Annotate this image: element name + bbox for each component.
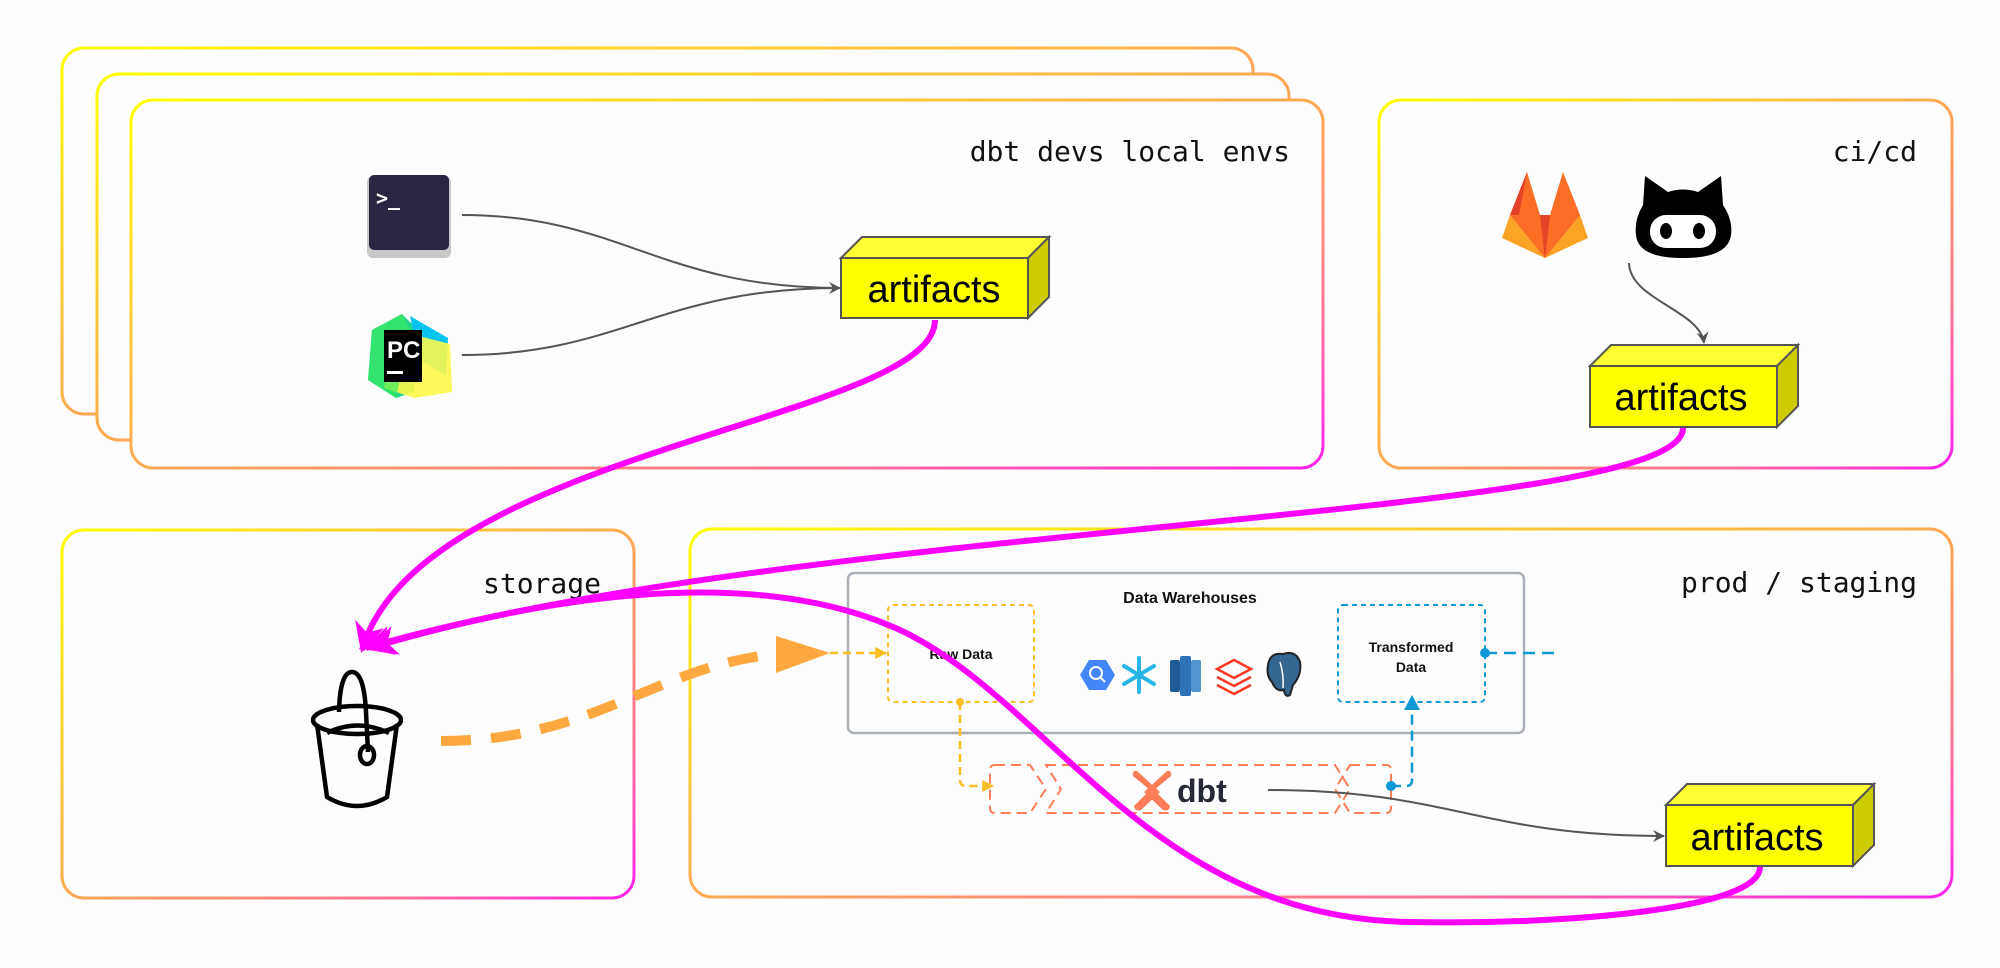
terminal-to-artifacts-connector bbox=[461, 214, 841, 294]
transformed-data-label-line2: Data bbox=[1396, 659, 1427, 675]
cicd-artifacts-box[interactable]: artifacts bbox=[1587, 342, 1801, 430]
dev-artifacts-label: artifacts bbox=[867, 269, 1000, 311]
storage-to-raw-data-arrowhead bbox=[776, 636, 830, 673]
gitlab-icon[interactable] bbox=[1502, 172, 1588, 258]
svg-text:PC: PC bbox=[387, 337, 420, 364]
s3-bucket-icon[interactable] bbox=[310, 669, 404, 809]
prod-artifacts-label: artifacts bbox=[1690, 817, 1823, 859]
github-icon[interactable] bbox=[1635, 176, 1732, 258]
github-to-artifacts-connector bbox=[1628, 262, 1709, 344]
dev-env-group: dbt devs local envs >_ PC artifacts bbox=[60, 46, 1325, 470]
redshift-icon bbox=[1170, 656, 1201, 696]
cicd-title: ci/cd bbox=[1833, 135, 1917, 168]
dev-artifacts-to-storage-flow bbox=[355, 319, 938, 653]
snowflake-icon bbox=[1122, 656, 1156, 694]
dbt-job[interactable]: dbt bbox=[989, 764, 1392, 814]
dev-artifacts-box[interactable]: artifacts bbox=[838, 234, 1052, 321]
prod-title: prod / staging bbox=[1681, 566, 1917, 599]
dbt-to-transformed-connector bbox=[1391, 708, 1414, 788]
prod-artifacts-box[interactable]: artifacts bbox=[1663, 781, 1877, 869]
bigquery-icon bbox=[1080, 660, 1115, 690]
storage-box bbox=[60, 528, 636, 900]
storage-group: storage bbox=[60, 528, 636, 900]
transformed-data-label-line1: Transformed bbox=[1369, 639, 1454, 655]
prod-artifacts-to-storage-flow bbox=[367, 589, 1763, 926]
raw-to-dbt-connector bbox=[958, 702, 995, 792]
storage-to-raw-data-flow bbox=[440, 648, 791, 746]
pycharm-icon[interactable]: PC bbox=[368, 314, 452, 398]
postgres-icon bbox=[1266, 652, 1302, 697]
dbt-to-prod-artifacts-connector bbox=[1267, 789, 1665, 842]
storage-title: storage bbox=[483, 567, 601, 600]
dev-env-title: dbt devs local envs bbox=[970, 135, 1290, 168]
databricks-icon bbox=[1214, 658, 1254, 696]
prod-group: prod / staging Data Warehouses Raw Data … bbox=[688, 527, 1954, 899]
cicd-group: ci/cd artifacts bbox=[1377, 98, 1954, 470]
transformed-input-arrow bbox=[1404, 695, 1420, 710]
dbt-logo-icon bbox=[1132, 770, 1172, 811]
pycharm-to-artifacts-connector bbox=[461, 287, 841, 356]
cicd-artifacts-label: artifacts bbox=[1614, 377, 1747, 419]
data-warehouse-title: Data Warehouses bbox=[1123, 590, 1257, 607]
terminal-icon[interactable]: >_ bbox=[367, 175, 451, 258]
dbt-logo-text: dbt bbox=[1177, 773, 1227, 809]
svg-text:>_: >_ bbox=[376, 186, 401, 210]
